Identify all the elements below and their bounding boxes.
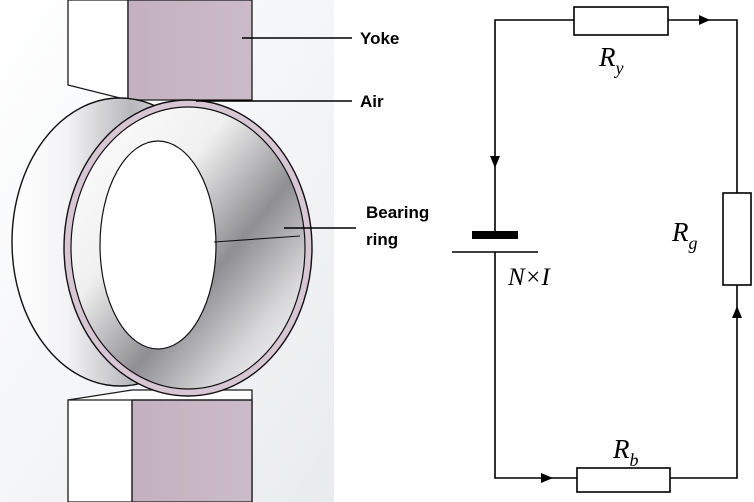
upper-yoke — [67, 0, 253, 101]
label-yoke: Yoke — [242, 29, 399, 48]
magnetic-circuit: Ry Rg Rb N×I — [452, 6, 752, 493]
bearing-illustration: Yoke Air Bearing ring — [0, 0, 429, 502]
resistor-rb: Rb — [576, 434, 671, 493]
rb-symbol: Rb — [612, 434, 639, 470]
source-label: N×I — [507, 264, 552, 291]
source-plate-thick — [472, 231, 518, 239]
arrow-left — [490, 156, 500, 168]
resistor-rg: Rg — [671, 192, 752, 286]
label-air: Air — [196, 92, 384, 111]
mmf-source: N×I — [452, 231, 552, 291]
lower-yoke — [67, 389, 253, 502]
wire-right-lower — [670, 285, 738, 479]
ring-seam-line — [213, 235, 301, 243]
ry-symbol: Ry — [598, 42, 624, 78]
label-yoke-text: Yoke — [360, 29, 399, 48]
label-bearing-ring: Bearing ring — [284, 203, 429, 249]
bearing-ring — [11, 97, 313, 397]
arrow-top — [699, 15, 710, 25]
wire-top-right — [668, 19, 738, 193]
rg-symbol: Rg — [671, 217, 698, 253]
label-bearing-text-line2: ring — [366, 230, 398, 249]
arrow-right — [732, 306, 742, 318]
wire-top-left — [494, 19, 574, 232]
arrow-bottom — [541, 473, 553, 483]
ring-far-opening — [99, 140, 217, 350]
resistor-ry: Ry — [573, 6, 669, 78]
label-bearing-text-line1: Bearing — [366, 203, 429, 222]
label-air-text: Air — [360, 92, 384, 111]
